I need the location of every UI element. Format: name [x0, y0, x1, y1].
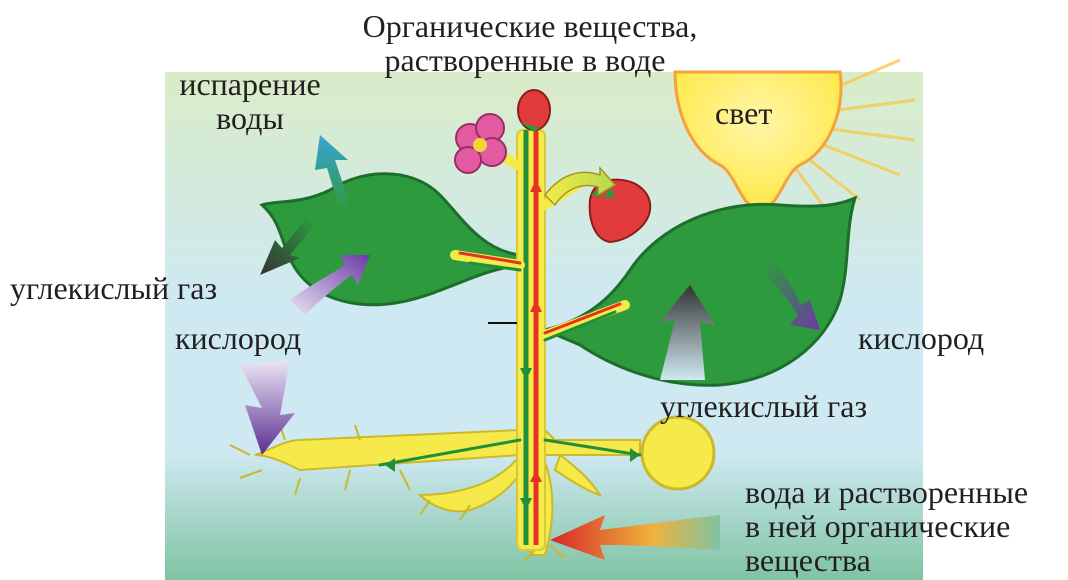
stem [517, 130, 545, 550]
evaporation-label-line1: испарение [160, 66, 340, 102]
organic-substances-title-line2: растворенные в воде [340, 42, 710, 78]
water-label-line1: вода и растворенные [745, 474, 1028, 510]
organic-substances-title-line1: Органические вещества, [330, 8, 730, 44]
oxygen-right-label: кислород [858, 320, 984, 356]
co2-left-label: углекислый газ [10, 270, 217, 306]
red-bud-icon [518, 90, 550, 132]
water-label-line2: в ней органические [745, 508, 1010, 544]
co2-right-label: углекислый газ [660, 388, 867, 424]
water-label-line3: вещества [745, 542, 871, 578]
oxygen-left-label: кислород [175, 320, 301, 356]
light-label: свет [715, 95, 772, 131]
root-bulb [642, 417, 714, 489]
evaporation-label-line2: воды [160, 100, 340, 136]
